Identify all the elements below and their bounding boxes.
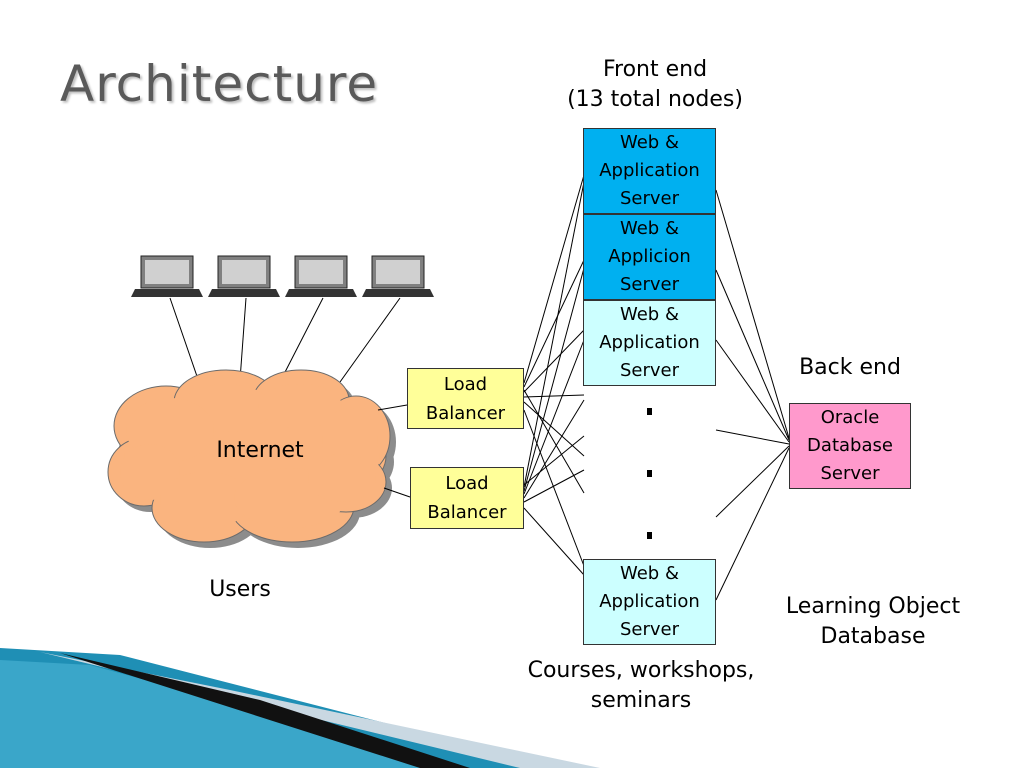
slide-title: Architecture (60, 55, 379, 113)
cloud-links (377, 404, 411, 498)
courses-line2: seminars (590, 688, 692, 713)
users-label: Users (209, 577, 271, 602)
server-line3: Server (619, 188, 679, 209)
corner-decoration (0, 648, 600, 768)
back-end-label: Back end (799, 355, 901, 380)
server-line1: Web & (619, 132, 679, 153)
cloud-fill (120, 384, 380, 528)
front-end-line1: Front end (602, 57, 708, 82)
laptop-links (169, 297, 401, 386)
learning-db-line2: Database (820, 624, 926, 649)
courses-line1: Courses, workshops, (527, 658, 755, 683)
server-line3: Server (619, 274, 680, 295)
server-line2: Application (599, 160, 700, 181)
front-end-line2: (13 total nodes) (567, 87, 743, 112)
lb-line2: Balancer (427, 502, 507, 523)
laptop-icon (208, 255, 280, 297)
lb-line2: Balancer (425, 402, 506, 424)
server-line1: Web & (619, 218, 679, 239)
ellipsis-dot (647, 532, 652, 539)
laptop-icon (285, 255, 357, 297)
ellipsis-dot (647, 408, 652, 415)
server-line3: Server (619, 360, 679, 381)
lb-line1: Load (445, 473, 489, 494)
ellipsis-dot (647, 470, 652, 477)
server-line3: Server (619, 619, 679, 640)
oracle-line3: Server (820, 463, 880, 484)
lb-links (523, 174, 585, 576)
server-line2: Application (599, 591, 700, 612)
internet-label: Internet (216, 438, 304, 463)
web-server-13: Web & Application Server (583, 559, 716, 645)
web-server-2: Web & Applicion Server (583, 214, 716, 300)
learning-db-label: Learning Object Database (763, 592, 983, 652)
server-line2: Applicion (608, 246, 691, 267)
oracle-line1: Oracle (820, 407, 880, 428)
load-balancer-2: Load Balancer (410, 467, 524, 529)
front-end-label: Front end (13 total nodes) (540, 55, 770, 115)
learning-db-line1: Learning Object (785, 594, 961, 619)
web-server-1: Web & Application Server (583, 128, 716, 214)
server-line1: Web & (619, 304, 679, 325)
server-line1: Web & (619, 563, 679, 584)
laptop-icon (362, 255, 434, 297)
oracle-line2: Database (807, 435, 893, 456)
load-balancer-1: Load Balancer (407, 368, 524, 429)
oracle-database-server: Oracle Database Server (789, 403, 911, 489)
web-server-3: Web & Application Server (583, 300, 716, 386)
laptop-icon (131, 255, 203, 297)
backend-links (715, 189, 790, 601)
courses-label: Courses, workshops, seminars (500, 656, 782, 716)
lb-line1: Load (443, 373, 488, 395)
server-line2: Application (599, 332, 700, 353)
